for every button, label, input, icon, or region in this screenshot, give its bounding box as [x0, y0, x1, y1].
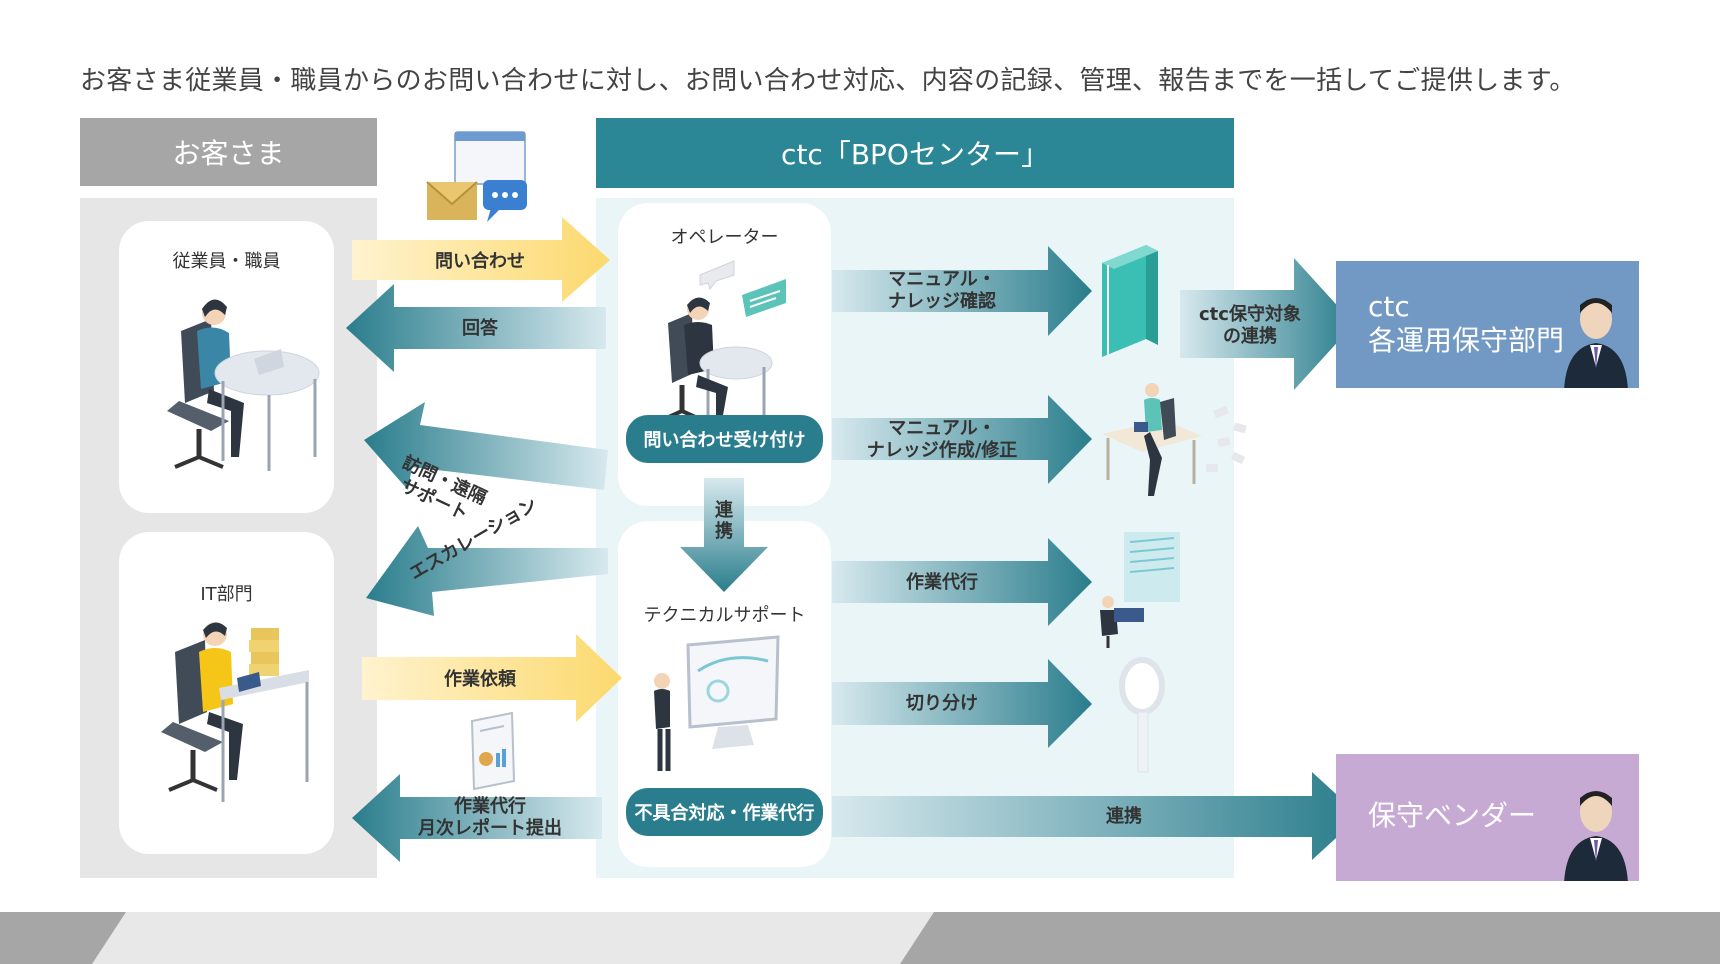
renkei-down-label-2: 携: [715, 521, 733, 542]
manual-create-label: マニュアル・ ナレッジ作成/修正: [852, 418, 1032, 462]
customer-header: お客さま: [80, 118, 377, 186]
operator-card: オペレーター 問い合わせ受け付け: [618, 203, 831, 506]
work-request-label: 作業依頼: [444, 669, 516, 690]
manual-create-line2: ナレッジ作成/修正: [866, 440, 1018, 461]
manual-create-line1: マニュアル・: [888, 418, 996, 439]
proxy-work-label: 作業代行: [906, 572, 978, 593]
manual-check-line1: マニュアル・: [888, 269, 996, 290]
ctc-dest-line1: ctc: [1368, 290, 1410, 323]
report-document-icon: [470, 711, 516, 791]
renkei-down-label-1: 連: [715, 500, 733, 521]
tech-illustration: [654, 635, 780, 771]
tech-card: テクニカルサポート 不具合対応・作業代行: [618, 521, 831, 867]
ctc-dest-line2: 各運用保守部門: [1368, 324, 1565, 357]
report-label-line1: 作業代行: [454, 796, 526, 817]
visit-support-label: 訪問・遠隔 サポート: [389, 452, 489, 530]
it-label: IT部門: [200, 584, 253, 605]
report-label-line2: 月次レポート提出: [418, 818, 562, 839]
operator-illustration: [659, 260, 786, 423]
vendor-link-label: 連携: [1106, 806, 1142, 827]
page-headline: お客さま従業員・職員からのお問い合わせに対し、お問い合わせ対応、内容の記録、管理…: [80, 66, 1576, 96]
manual-check-line2: ナレッジ確認: [888, 291, 996, 312]
isolation-label: 切り分け: [906, 693, 978, 714]
book-icon: [1102, 245, 1158, 357]
it-illustration: [161, 622, 309, 802]
ctc-dest-box: ctc 各運用保守部門: [1336, 261, 1639, 388]
businessman-icon: [1564, 298, 1628, 388]
employee-label: 従業員・職員: [172, 251, 281, 272]
report-label: 作業代行 月次レポート提出: [400, 796, 580, 840]
message-icon: [426, 131, 527, 222]
operator-pill: 問い合わせ受け付け: [626, 415, 823, 463]
desk-worker-icon: [1102, 383, 1247, 496]
ctc-link-label: ctc保守対象 の連携: [1180, 304, 1320, 348]
magnifier-icon: [1119, 657, 1165, 773]
bpo-header: ctc「BPOセンター」: [596, 118, 1234, 188]
employee-illustration: [167, 299, 320, 471]
ctc-link-line2: の連携: [1223, 326, 1277, 347]
inquiry-label: 問い合わせ: [435, 251, 525, 272]
tech-label: テクニカルサポート: [643, 605, 806, 626]
vendor-dest-box: 保守ベンダー: [1336, 754, 1639, 881]
manual-check-label: マニュアル・ ナレッジ確認: [862, 269, 1022, 313]
it-card: IT部門: [119, 532, 334, 854]
answer-label: 回答: [462, 318, 498, 339]
operator-label: オペレーター: [670, 227, 779, 248]
bottom-decorative-bar: [0, 912, 1720, 964]
vendor-dest-label: 保守ベンダー: [1368, 799, 1537, 832]
businessman-icon: [1564, 791, 1628, 881]
ctc-link-line1: ctc保守対象: [1199, 304, 1301, 325]
remote-work-icon: [1100, 532, 1180, 648]
employee-card: 従業員・職員: [119, 221, 334, 513]
tech-pill: 不具合対応・作業代行: [626, 788, 823, 836]
